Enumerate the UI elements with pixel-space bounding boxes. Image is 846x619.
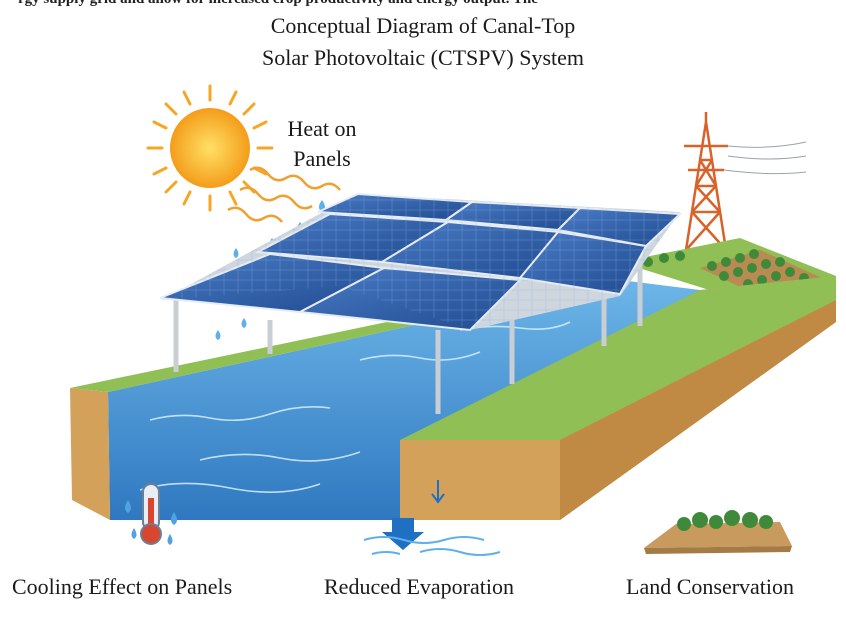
benefit-label-evaporation: Reduced Evaporation <box>324 574 514 599</box>
power-lines <box>723 141 807 175</box>
thermometer-icon <box>125 483 177 545</box>
heat-on-panels-label: Heat on Panels <box>287 116 357 171</box>
diagram-title-line2: Solar Photovoltaic (CTSPV) System <box>261 45 585 70</box>
benefit-label-cooling: Cooling Effect on Panels <box>12 574 233 599</box>
benefit-label-land: Land Conservation <box>626 574 795 599</box>
diagram-title-line1: Conceptual Diagram of Canal-Top <box>270 13 576 38</box>
heat-waves <box>227 166 341 223</box>
transmission-tower-icon <box>684 112 728 251</box>
clipped-top-text: rgy supply grid and allow for increased … <box>0 0 846 8</box>
evaporation-icon <box>363 480 501 556</box>
solar-panel-array <box>159 192 683 332</box>
canal-right-bank <box>400 276 836 520</box>
land-plants-icon <box>644 510 792 554</box>
sun-icon <box>146 84 274 212</box>
